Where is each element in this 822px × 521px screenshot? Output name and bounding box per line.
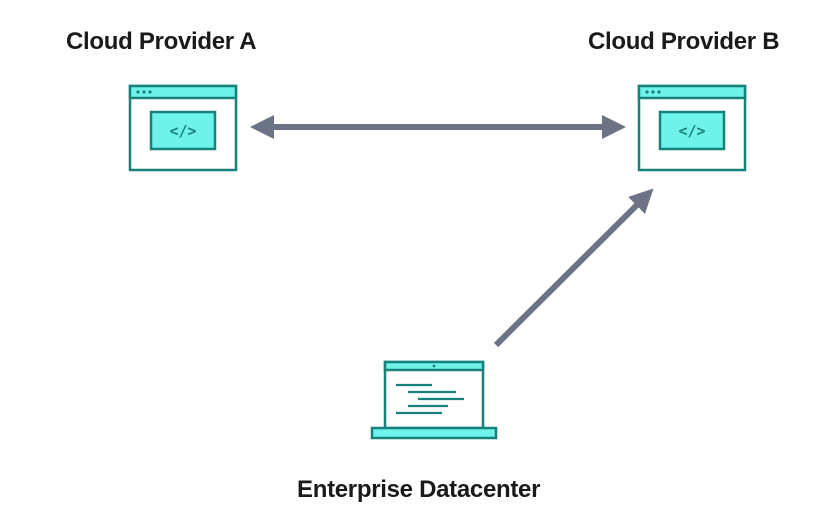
browser-code-window-icon: </> — [128, 84, 238, 172]
cloud-provider-b-label: Cloud Provider B — [588, 28, 780, 55]
browser-code-window-icon: </> — [637, 84, 747, 172]
laptop-code-icon — [370, 360, 498, 440]
enterprise-datacenter-label: Enterprise Datacenter — [297, 476, 541, 503]
svg-text:</>: </> — [678, 122, 705, 140]
svg-text:</>: </> — [169, 122, 196, 140]
edge-datacenter-to-cloud-b — [493, 188, 654, 348]
cloud-provider-a-label: Cloud Provider A — [66, 28, 257, 55]
